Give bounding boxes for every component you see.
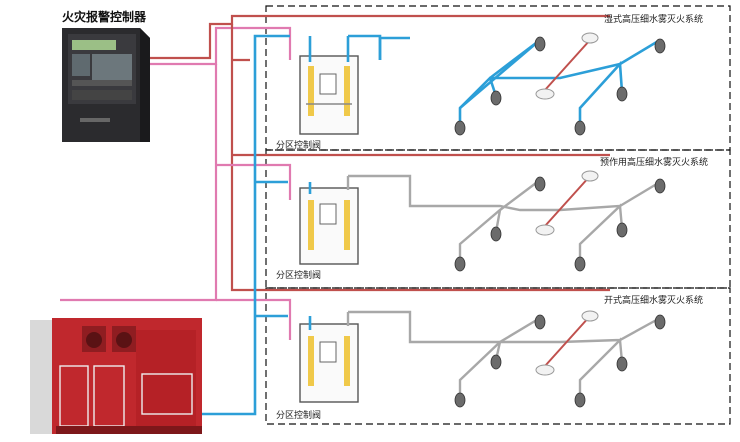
wet-system-title: 湿式高压细水雾灭火系统 (604, 15, 704, 25)
open-branch-pipes (348, 310, 661, 398)
detector-open-ceiling (581, 310, 599, 322)
detectors (535, 32, 599, 376)
zone-open-dashed-box (265, 287, 731, 425)
open-system-title: 开式高压细水雾灭火系统 (604, 296, 704, 306)
preaction-detector-wire (544, 175, 591, 227)
nozzles-open (454, 314, 666, 408)
detector-wet-ceiling (581, 32, 599, 44)
preaction-branch-pipes (348, 174, 661, 262)
detector-preaction-floor (535, 224, 555, 236)
supply-main-pipe (200, 34, 290, 416)
detector-open-floor (535, 364, 555, 376)
zone-preaction-dashed-box (265, 149, 731, 289)
preaction-valve-label: 分区控制阀 (276, 271, 322, 281)
controller-title: 火灾报警控制器 (62, 10, 147, 24)
detector-wet-floor (535, 88, 555, 100)
preaction-system-title: 预作用高压细水雾灭火系统 (600, 158, 709, 168)
wet-branch-pipes (378, 36, 661, 126)
pump-unit (30, 318, 202, 434)
detector-preaction-ceiling (581, 170, 599, 182)
signal-wires (60, 14, 610, 340)
wet-detector-wire (544, 39, 591, 91)
valve-box-open (299, 312, 359, 403)
nozzles-wet (454, 36, 666, 136)
open-detector-wire (544, 315, 591, 367)
valve-box-wet (299, 34, 382, 135)
wet-valve-label: 分区控制阀 (276, 141, 322, 151)
nozzles-preaction (454, 176, 666, 272)
open-valve-label: 分区控制阀 (276, 411, 322, 421)
valve-box-preaction (299, 176, 359, 265)
fire-alarm-controller (62, 28, 150, 142)
